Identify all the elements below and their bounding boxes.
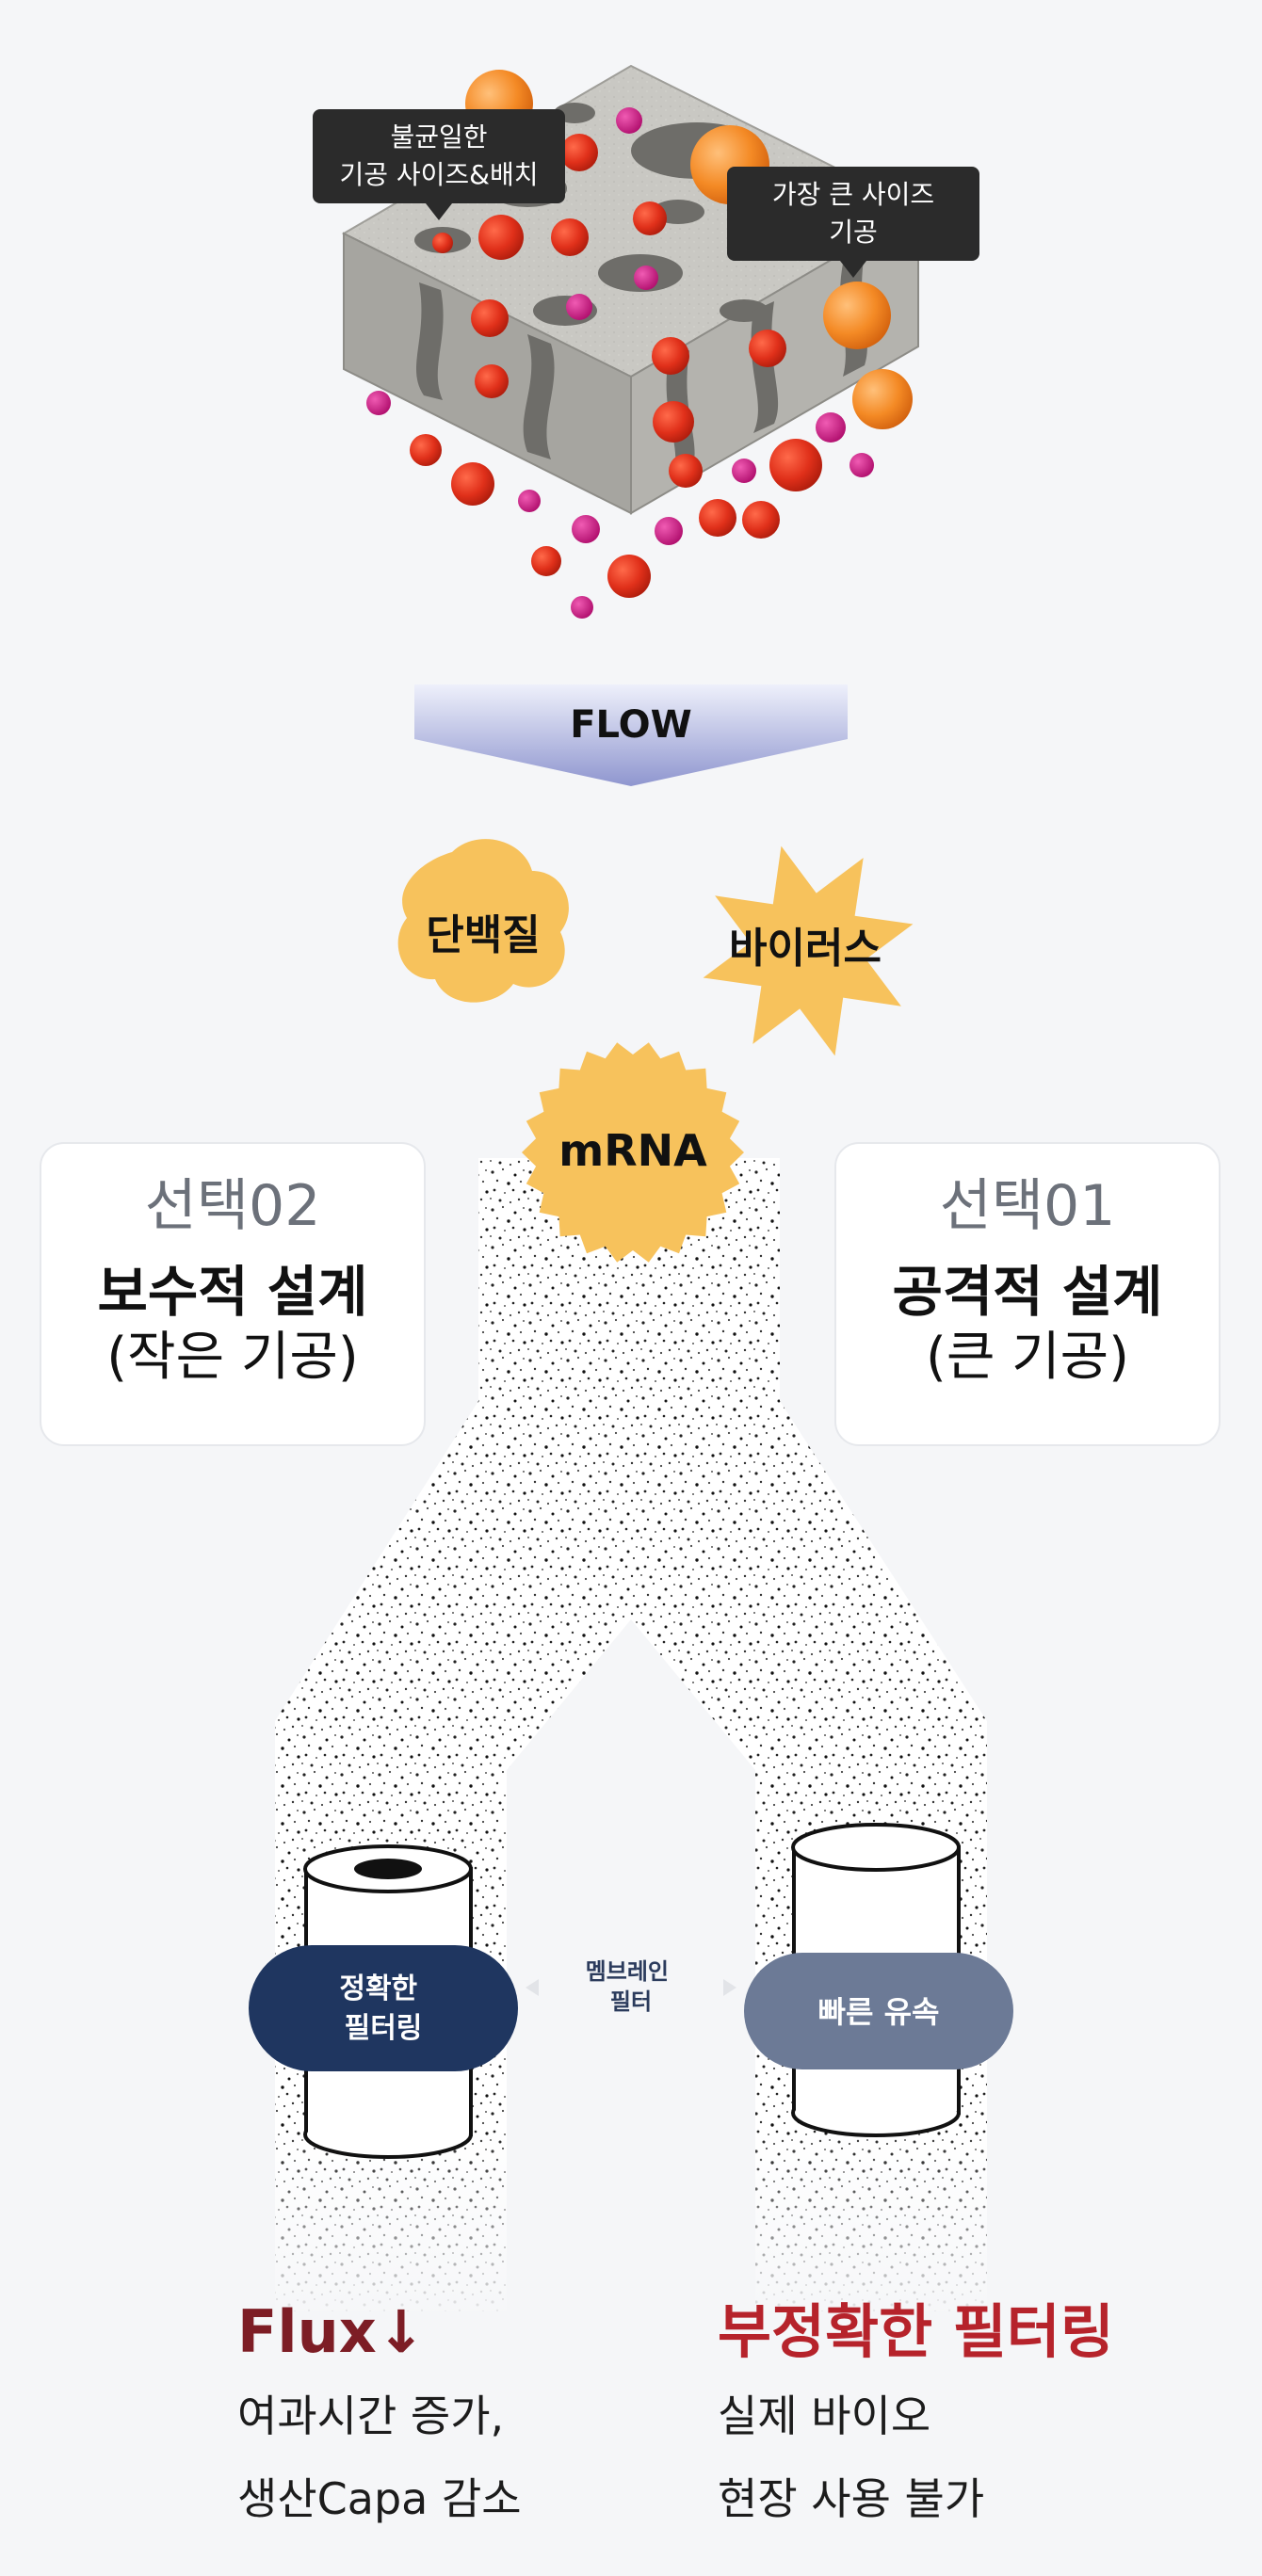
virus-particle: 바이러스 bbox=[703, 845, 914, 1056]
precise-filtering-line: 필터링 bbox=[345, 2012, 423, 2045]
protein-particle: 단백질 bbox=[397, 839, 569, 1003]
precise-filtering-line: 정확한 bbox=[339, 1972, 417, 2005]
outcome-headline: 부정확한 필터링 bbox=[718, 2297, 1114, 2366]
uneven-pores-tooltip: 불균일한 기공 사이즈&배치 bbox=[313, 109, 565, 220]
choice-title: 보수적 설계 bbox=[97, 1260, 368, 1324]
tooltip-line: 기공 bbox=[829, 217, 878, 248]
choice-tag: 선택01 bbox=[939, 1173, 1116, 1239]
precise-filtering-badge: 정확한 필터링 bbox=[249, 1945, 518, 2071]
outcome-headline: Flux↓ bbox=[237, 2297, 426, 2366]
protein-label: 단백질 bbox=[426, 911, 540, 959]
tooltip-line: 불균일한 bbox=[390, 121, 488, 153]
flow-arrow: FLOW bbox=[414, 684, 848, 786]
mrna-label: mRNA bbox=[558, 1125, 707, 1176]
choice-subtitle: (큰 기공) bbox=[925, 1327, 1130, 1388]
choice-title: 공격적 설계 bbox=[892, 1260, 1163, 1324]
largest-pore-tooltip: 가장 큰 사이즈 기공 bbox=[727, 167, 979, 278]
choice-card-aggressive: 선택01 공격적 설계 (큰 기공) bbox=[834, 1142, 1221, 1446]
choice-subtitle: (작은 기공) bbox=[106, 1327, 359, 1388]
svg-text:정확한 필터링: 정확한 필터링 bbox=[339, 1972, 427, 2045]
membrane-filter-line: 멤브레인 bbox=[586, 1958, 669, 1985]
choice-tag: 선택02 bbox=[144, 1173, 321, 1239]
porous-membrane-illustration bbox=[341, 64, 921, 619]
membrane-filter-line: 필터 bbox=[610, 1988, 652, 2015]
outcome-line: 생산Capa 감소 bbox=[237, 2473, 522, 2524]
outcome-right: 부정확한 필터링 실제 바이오 현장 사용 불가 bbox=[718, 2290, 1114, 2540]
outcome-line: 실제 바이오 bbox=[718, 2391, 931, 2441]
outcome-line: 현장 사용 불가 bbox=[718, 2473, 985, 2524]
fast-flow-label: 빠른 유속 bbox=[818, 1994, 940, 2030]
fast-flow-badge: 빠른 유속 bbox=[744, 1953, 1013, 2069]
tooltip-line: 가장 큰 사이즈 bbox=[771, 179, 935, 210]
flow-label: FLOW bbox=[570, 703, 692, 747]
outcome-left: Flux↓ 여과시간 증가, 생산Capa 감소 bbox=[237, 2290, 522, 2540]
tooltip-line: 기공 사이즈&배치 bbox=[339, 159, 539, 190]
outcome-line: 여과시간 증가, bbox=[237, 2391, 505, 2441]
membrane-filter-label: 멤브레인 필터 bbox=[526, 1958, 736, 2015]
virus-label: 바이러스 bbox=[729, 925, 882, 973]
large-particle bbox=[823, 282, 891, 349]
choice-card-conservative: 선택02 보수적 설계 (작은 기공) bbox=[40, 1142, 426, 1446]
mrna-particle: mRNA bbox=[522, 1042, 744, 1263]
svg-text:멤브레인 필터: 멤브레인 필터 bbox=[586, 1958, 677, 2015]
